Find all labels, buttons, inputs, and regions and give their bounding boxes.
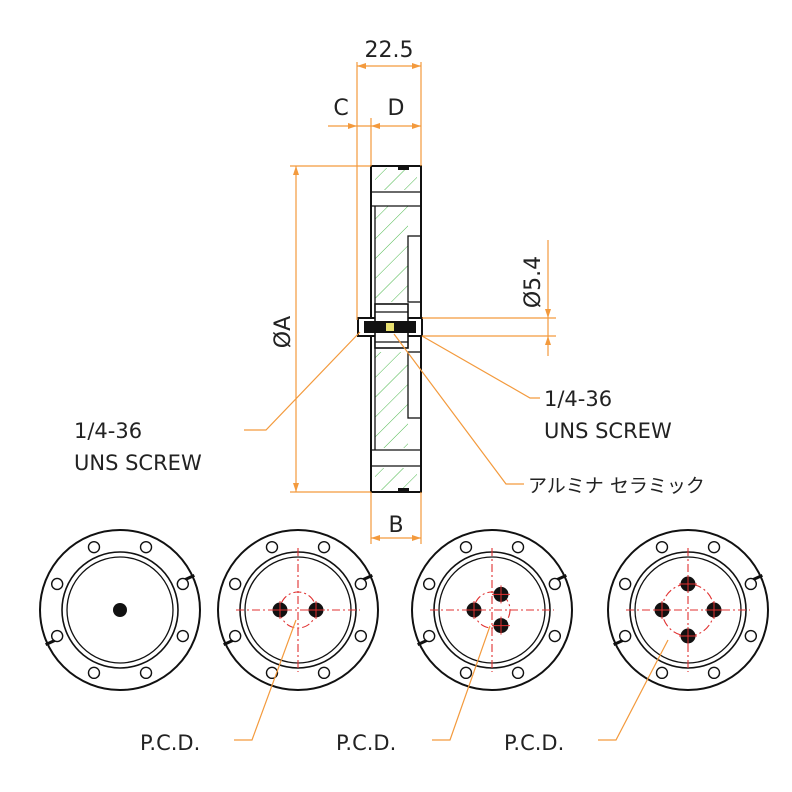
bolt-hole: [265, 540, 279, 554]
flange-outer-edge: [607, 529, 769, 691]
bolt-hole: [317, 540, 331, 554]
hatch-upper: [375, 206, 408, 302]
hatch-lower: [375, 352, 408, 448]
bolt-hole: [354, 629, 368, 643]
front-views: [39, 529, 769, 691]
dim-b: B: [388, 513, 403, 538]
right-screw-thread: 1/4-36: [544, 387, 612, 411]
bolt-hole: [707, 666, 721, 680]
bolt-hole: [459, 540, 473, 554]
bolt-hole: [618, 577, 632, 591]
right-screw-type: UNS SCREW: [544, 419, 672, 443]
pcd-circle: [473, 591, 511, 629]
recess-lower: [407, 351, 422, 419]
bolt-hole: [511, 666, 525, 680]
dim-overall-width: 22.5: [365, 38, 414, 63]
bolt-hole: [618, 629, 632, 643]
bolt-hole: [354, 577, 368, 591]
bolt-hole: [655, 666, 669, 680]
bolt-hole: [228, 629, 242, 643]
bolt-hole: [655, 540, 669, 554]
pcd-label-3: P.C.D.: [504, 731, 564, 755]
bolt-hole: [87, 666, 101, 680]
ceramic-label: アルミナ セラミック: [528, 475, 705, 497]
bolt-hole: [317, 666, 331, 680]
dimension-lines: [244, 62, 556, 544]
pcd-label-2: P.C.D.: [336, 731, 396, 755]
bolt-hole: [744, 577, 758, 591]
bolt-hole: [87, 540, 101, 554]
bolt-hole: [228, 577, 242, 591]
recess-upper: [407, 235, 422, 303]
hatch-bottom: [375, 468, 417, 490]
bolt-hole: [176, 577, 190, 591]
bolt-hole: [511, 540, 525, 554]
groove-top: [398, 166, 409, 170]
bolt-hole: [744, 629, 758, 643]
flange-seal-ring: [61, 551, 179, 669]
hatch-top: [375, 168, 417, 190]
section-view: [357, 165, 423, 493]
dim-c: C: [333, 96, 348, 121]
flange-inner-bore: [66, 556, 174, 664]
ceramic-insert: [386, 323, 394, 331]
bolt-hole: [548, 577, 562, 591]
bolt-hole: [707, 540, 721, 554]
bolt-hole: [139, 540, 153, 554]
flange-outer-edge: [411, 529, 573, 691]
dim-d: D: [388, 96, 405, 121]
left-screw-type: UNS SCREW: [74, 451, 202, 475]
bolt-hole: [459, 666, 473, 680]
dim-diameter-pin: Ø5.4: [521, 256, 546, 308]
pcd-label-1: P.C.D.: [140, 731, 200, 755]
bolt-hole: [176, 629, 190, 643]
bolt-hole: [422, 577, 436, 591]
single-pin: [113, 603, 127, 617]
bolt-hole: [548, 629, 562, 643]
flange-outer-edge: [217, 529, 379, 691]
dim-diameter-a: ØA: [271, 316, 296, 348]
dimension-labels: 22.5 C D B ØA Ø5.4: [271, 38, 546, 538]
groove-bottom: [398, 488, 409, 492]
bolt-hole: [50, 629, 64, 643]
bolt-hole: [265, 666, 279, 680]
callout-labels: 1/4-36 UNS SCREW 1/4-36 UNS SCREW アルミナ セ…: [74, 387, 705, 497]
left-screw-thread: 1/4-36: [74, 419, 142, 443]
pcd-callouts: P.C.D. P.C.D. P.C.D.: [140, 619, 669, 755]
bolt-hole: [139, 666, 153, 680]
bolt-hole: [422, 629, 436, 643]
bolt-hole: [50, 577, 64, 591]
